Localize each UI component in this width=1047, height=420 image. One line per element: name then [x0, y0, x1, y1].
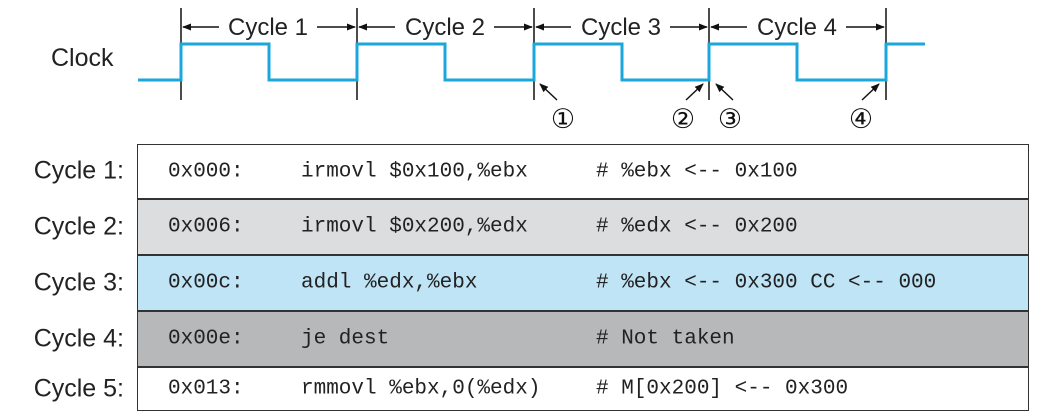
instruction-comment: # %edx <-- 0x200 — [596, 215, 798, 239]
cycle-4-label: Cycle 4 — [757, 14, 837, 41]
instruction-row-cycle-2: 0x006: irmovl $0x200,%edx # %edx <-- 0x2… — [137, 199, 1029, 255]
instruction-row-cycle-5: 0x013: rmmovl %ebx,0(%edx) # M[0x200] <-… — [137, 367, 1029, 411]
instruction-text: irmovl $0x200,%edx — [301, 215, 528, 239]
instruction-comment: # Not taken — [596, 327, 735, 351]
clock-label: Clock — [51, 44, 114, 72]
marker-4-pointer — [861, 83, 880, 101]
instruction-text: addl %edx,%ebx — [301, 271, 478, 295]
marker-labels: ① ② ③ ④ — [551, 104, 873, 135]
instruction-address: 0x00e: — [168, 327, 244, 351]
instruction-text: rmmovl %ebx,0(%edx) — [301, 377, 541, 401]
row-label-cycle-4: Cycle 4: — [33, 324, 124, 353]
instruction-text: je dest — [301, 327, 390, 351]
instruction-comment: # M[0x200] <-- 0x300 — [596, 377, 849, 401]
marker-2: ② — [671, 104, 695, 135]
cycle-2-label: Cycle 2 — [405, 14, 485, 41]
marker-3: ③ — [718, 104, 742, 135]
instruction-address: 0x00c: — [168, 271, 244, 295]
instruction-row-cycle-3: 0x00c: addl %edx,%ebx # %ebx <-- 0x300 C… — [137, 255, 1029, 311]
marker-2-pointer — [685, 83, 704, 101]
instruction-address: 0x013: — [168, 377, 244, 401]
instruction-row-cycle-4: 0x00e: je dest # Not taken — [137, 311, 1029, 367]
marker-4: ④ — [849, 104, 873, 135]
instruction-comment: # %ebx <-- 0x100 — [596, 160, 798, 183]
row-label-cycle-3: Cycle 3: — [33, 268, 124, 297]
instruction-address: 0x006: — [168, 215, 244, 239]
instruction-comment: # %ebx <-- 0x300 CC <-- 000 — [596, 271, 937, 295]
row-label-cycle-5: Cycle 5: — [33, 374, 124, 403]
instruction-text: irmovl $0x100,%ebx — [301, 160, 528, 183]
row-label-cycle-1: Cycle 1: — [33, 156, 124, 185]
instruction-row-cycle-1: 0x000: irmovl $0x100,%ebx # %ebx <-- 0x1… — [137, 144, 1029, 199]
clock-waveform — [138, 42, 925, 82]
row-label-cycle-2: Cycle 2: — [33, 212, 124, 241]
cycle-labels: Cycle 1 Cycle 2 Cycle 3 Cycle 4 — [228, 14, 837, 41]
cycle-3-label: Cycle 3 — [581, 14, 661, 41]
cycle-1-label: Cycle 1 — [228, 14, 308, 41]
marker-3-pointer — [715, 83, 734, 101]
instruction-address: 0x000: — [168, 160, 244, 183]
marker-pointers — [539, 83, 880, 101]
marker-1-pointer — [539, 83, 558, 101]
marker-1: ① — [551, 104, 575, 135]
